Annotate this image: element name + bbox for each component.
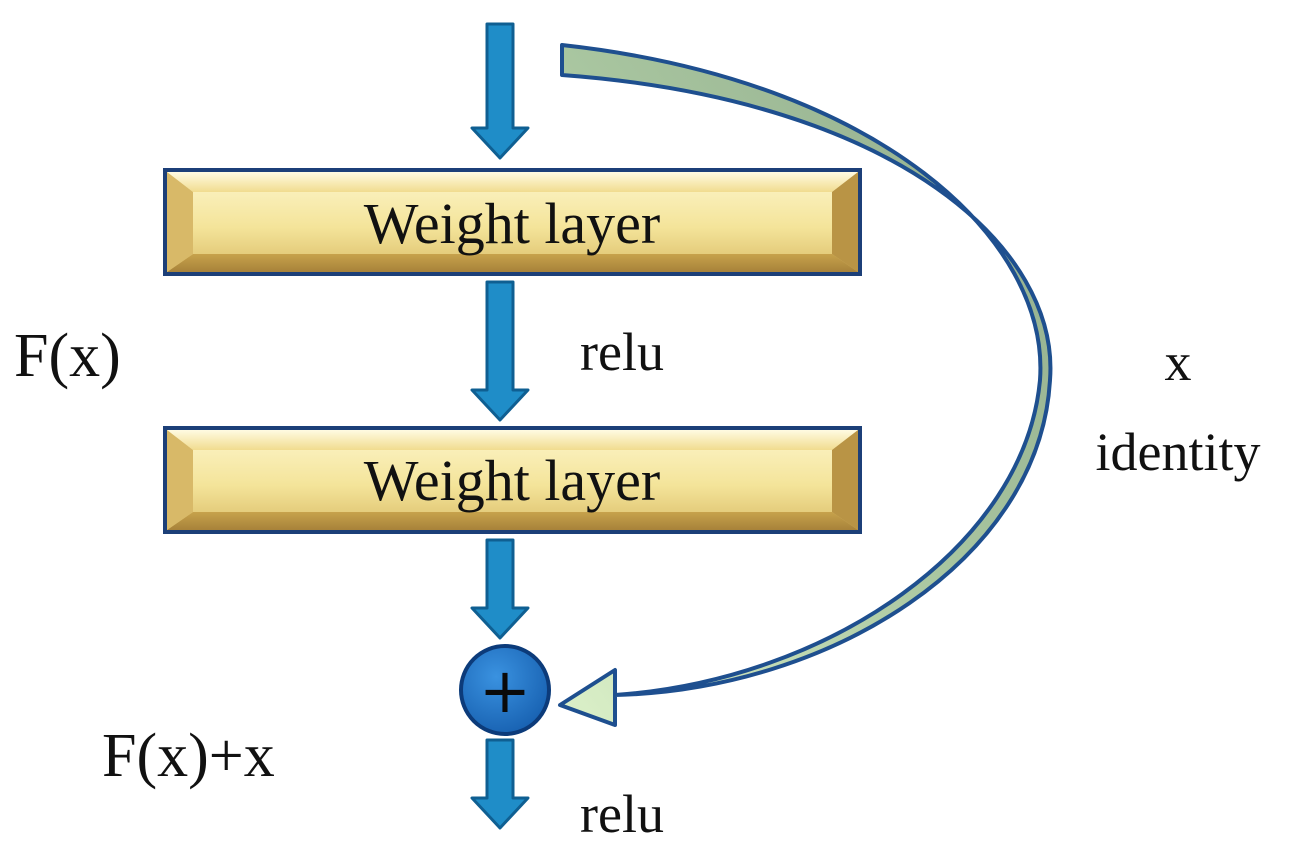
relu-output-label: relu [580,784,664,844]
weight-layer-box: Weight layer [163,426,862,534]
identity-label: identity [1096,422,1261,482]
down-arrow-icon [470,538,530,640]
relu-label: relu [580,322,664,382]
fx-plus-x-label: F(x)+x [102,722,275,790]
adder-symbol: + [479,654,531,727]
weight-layer-label: Weight layer [364,191,661,256]
x-label: x [1165,332,1192,392]
down-arrow-icon [470,738,530,830]
weight-layer-label: Weight layer [364,448,661,513]
down-arrow-icon [470,280,530,422]
identity-skip-arrow [558,43,1053,727]
fx-label: F(x) [14,322,121,390]
down-arrow-icon [470,22,530,160]
plus-circle-icon: + [459,644,551,736]
weight-layer-box: Weight layer [163,168,862,276]
